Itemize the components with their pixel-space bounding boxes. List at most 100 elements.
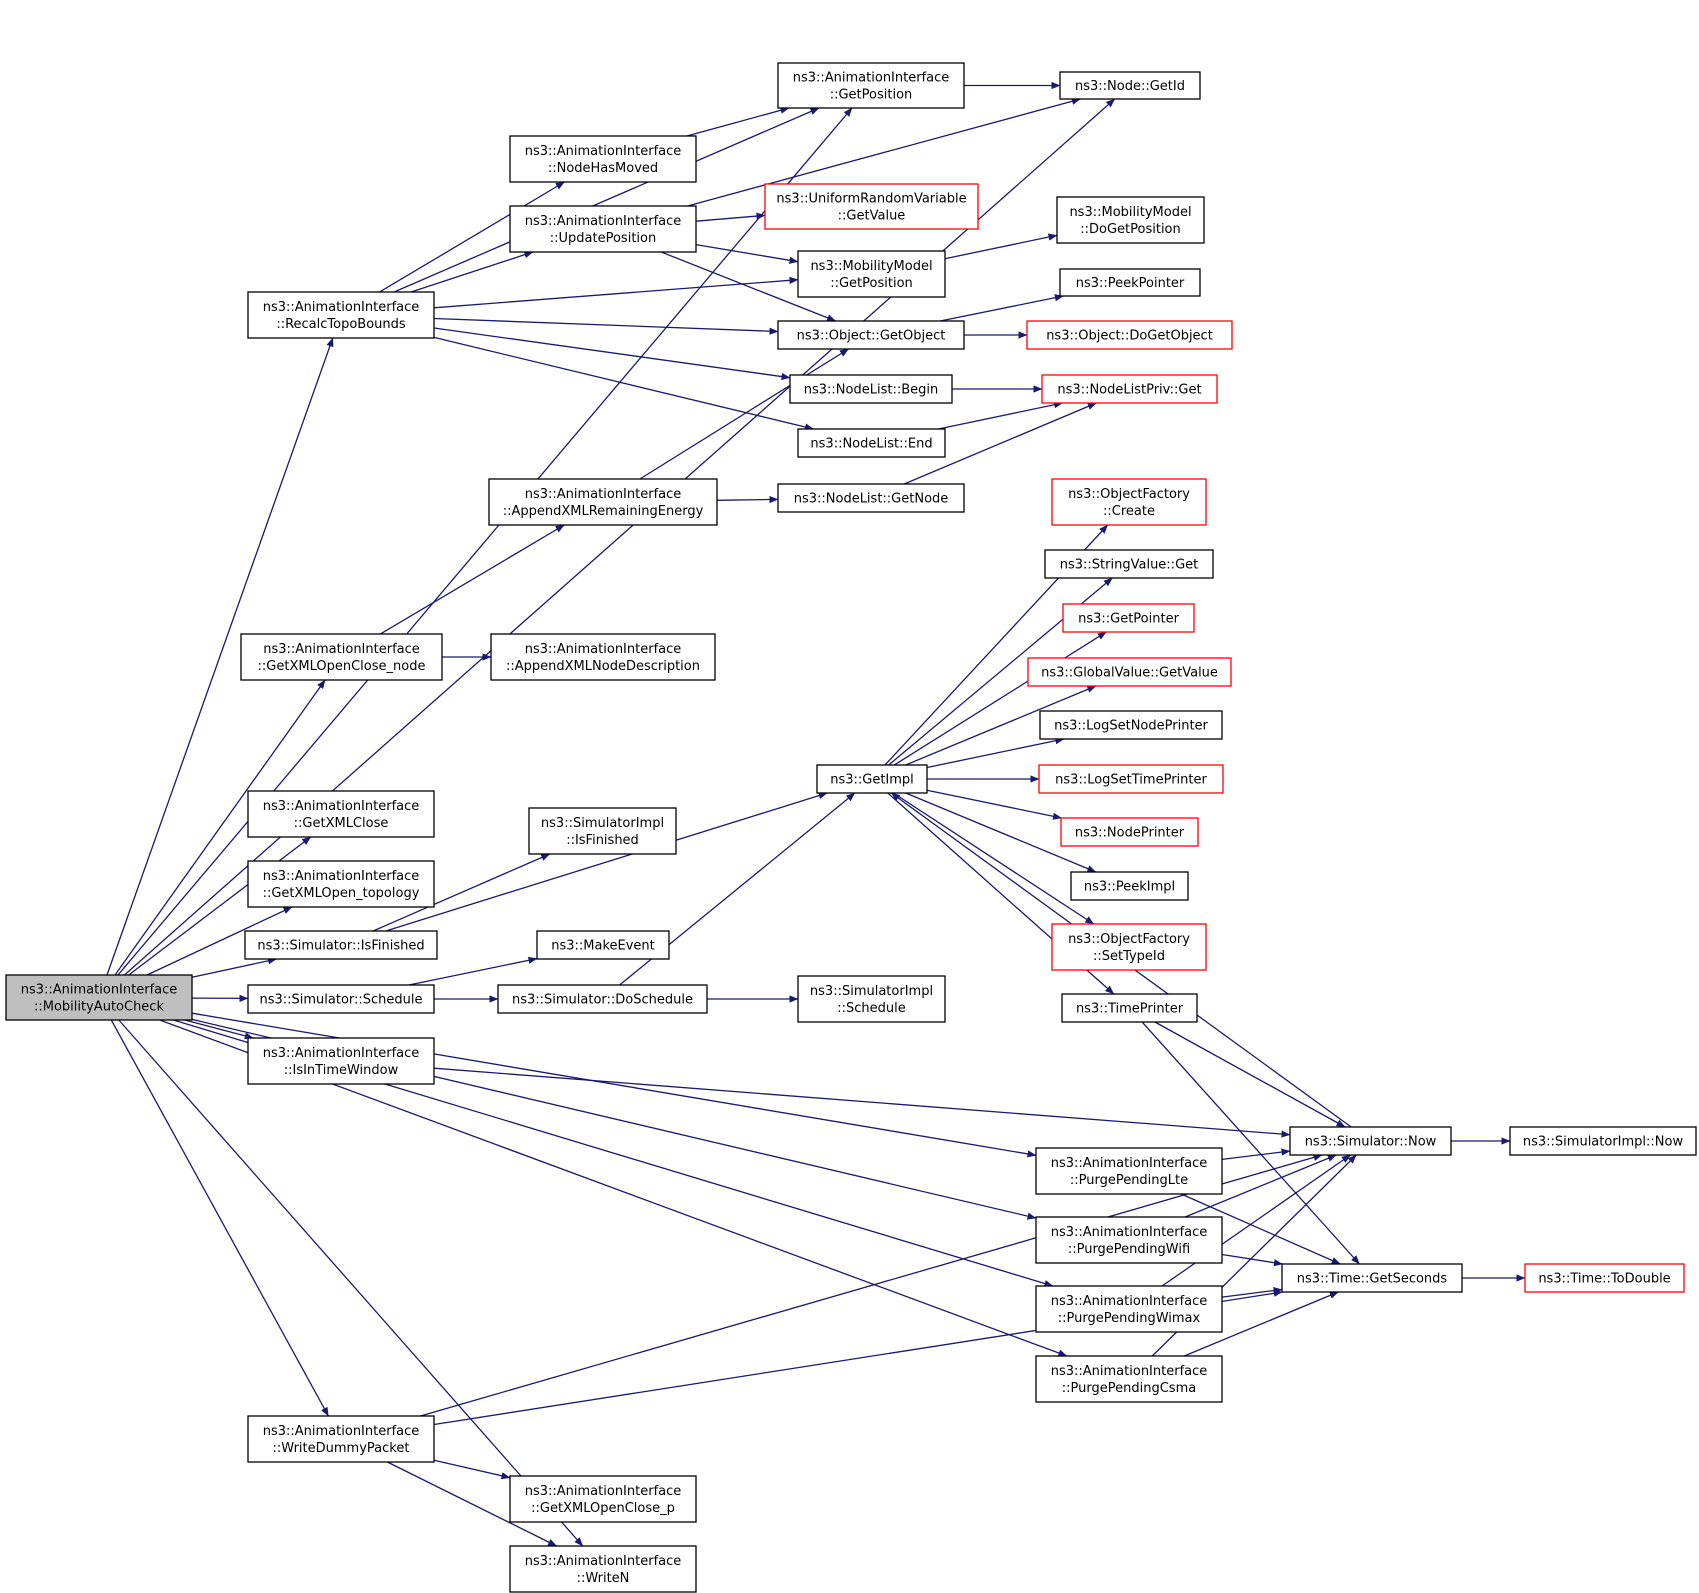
node-label-line: ::PurgePendingLte: [1070, 1173, 1188, 1188]
node-ns3-node-getid[interactable]: ns3::Node::GetId: [1059, 71, 1201, 100]
node-ns3-simulator-schedule[interactable]: ns3::Simulator::Schedule: [247, 984, 435, 1014]
node-label-line: ns3::Object::GetObject: [797, 329, 946, 344]
node-ns3-mobilitymodel-getposition[interactable]: ns3::MobilityModel::GetPosition: [797, 250, 946, 298]
edge-line: [1161, 1154, 1351, 1287]
edge-line: [191, 1012, 1037, 1158]
node-ns3-object-dogetobject[interactable]: ns3::Object::DoGetObject: [1026, 320, 1233, 350]
node-ns3-stringvalue-get[interactable]: ns3::StringValue::Get: [1044, 549, 1214, 579]
edge-n24-to-n18: [888, 577, 1113, 766]
node-label-line: ns3::LogSetNodePrinter: [1054, 719, 1208, 734]
node-ns3-animationinterface-nodehasmoved[interactable]: ns3::AnimationInterface::NodeHasMoved: [509, 135, 697, 183]
node-ns3-makeevent[interactable]: ns3::MakeEvent: [536, 930, 670, 960]
node-ns3-animationinterface-getxmlopenclose-node[interactable]: ns3::AnimationInterface::GetXMLOpenClose…: [240, 633, 443, 681]
edge-line: [939, 294, 1064, 322]
edge-n8-to-n7: [433, 276, 799, 309]
node-box: [1038, 764, 1224, 794]
edge-line: [903, 402, 1097, 485]
node-ns3-simulatorimpl-schedule[interactable]: ns3::SimulatorImpl::Schedule: [797, 975, 946, 1023]
node-label-line: ns3::Simulator::IsFinished: [257, 939, 424, 954]
node-ns3-simulatorimpl-isfinished[interactable]: ns3::SimulatorImpl::IsFinished: [528, 807, 677, 855]
edge-n8-to-n12: [433, 327, 791, 381]
edge-line: [893, 792, 1095, 925]
node-ns3-animationinterface-mobilityautocheck[interactable]: ns3::AnimationInterface::MobilityAutoChe…: [5, 974, 193, 1021]
node-label-line: ns3::AnimationInterface: [263, 1424, 420, 1439]
node-label-line: ns3::SimulatorImpl: [810, 984, 933, 999]
node-box: [797, 250, 946, 298]
node-ns3-globalvalue-getvalue[interactable]: ns3::GlobalValue::GetValue: [1027, 657, 1232, 687]
node-ns3-objectfactory-create[interactable]: ns3::ObjectFactory::Create: [1051, 478, 1207, 526]
node-ns3-simulatorimpl-now[interactable]: ns3::SimulatorImpl::Now: [1509, 1126, 1697, 1156]
node-label-line: ns3::NodeList::GetNode: [794, 492, 949, 507]
edge-line: [433, 276, 799, 309]
edge-n0-to-n41: [191, 1012, 1037, 1158]
node-ns3-getpointer[interactable]: ns3::GetPointer: [1062, 603, 1195, 633]
node-ns3-animationinterface-purgependinglte[interactable]: ns3::AnimationInterface::PurgePendingLte: [1035, 1147, 1223, 1195]
node-label-line: ns3::Node::GetId: [1075, 79, 1185, 94]
node-ns3-simulator-now[interactable]: ns3::Simulator::Now: [1289, 1126, 1452, 1156]
node-box: [816, 764, 928, 794]
node-ns3-animationinterface-purgependingcsma[interactable]: ns3::AnimationInterface::PurgePendingCsm…: [1035, 1355, 1223, 1403]
edge-line: [716, 495, 779, 504]
edge-line: [893, 631, 1107, 766]
node-ns3-simulator-isfinished[interactable]: ns3::Simulator::IsFinished: [244, 930, 438, 960]
node-ns3-animationinterface-getxmlclose[interactable]: ns3::AnimationInterface::GetXMLClose: [247, 790, 435, 838]
edge-n0-to-n8: [106, 337, 334, 976]
edge-n0-to-n20: [114, 679, 326, 976]
edge-n24-to-n33: [893, 792, 1095, 925]
edge-line: [905, 685, 1097, 766]
node-label-line: ns3::MakeEvent: [551, 939, 655, 954]
node-ns3-nodelist-end[interactable]: ns3::NodeList::End: [797, 428, 946, 458]
node-label-line: ::WriteDummyPacket: [273, 1441, 410, 1456]
node-ns3-animationinterface-getxmlopen-topology[interactable]: ns3::AnimationInterface::GetXMLOpen_topo…: [247, 860, 435, 908]
node-ns3-animationinterface-writen[interactable]: ns3::AnimationInterface::WriteN: [509, 1545, 697, 1593]
node-ns3-nodeprinter[interactable]: ns3::NodePrinter: [1060, 817, 1199, 847]
node-box: [497, 984, 708, 1014]
node-box: [1281, 1263, 1463, 1293]
node-ns3-getimpl[interactable]: ns3::GetImpl: [816, 764, 928, 794]
edge-line: [191, 957, 277, 978]
node-ns3-animationinterface-getposition[interactable]: ns3::AnimationInterface::GetPosition: [777, 62, 965, 109]
node-ns3-simulator-doschedule[interactable]: ns3::Simulator::DoSchedule: [497, 984, 708, 1014]
node-ns3-animationinterface-purgependingwifi[interactable]: ns3::AnimationInterface::PurgePendingWif…: [1035, 1216, 1223, 1264]
node-label-line: ::UpdatePosition: [550, 231, 656, 246]
node-box: [247, 1415, 435, 1463]
node-label-line: ns3::AnimationInterface: [525, 214, 682, 229]
node-ns3-peekpointer[interactable]: ns3::PeekPointer: [1059, 268, 1201, 297]
edge-n24-to-n30: [905, 792, 1097, 873]
node-ns3-animationinterface-purgependingwimax[interactable]: ns3::AnimationInterface::PurgePendingWim…: [1035, 1285, 1223, 1333]
node-ns3-timeprinter[interactable]: ns3::TimePrinter: [1061, 993, 1198, 1023]
node-ns3-nodelistpriv-get[interactable]: ns3::NodeListPriv::Get: [1041, 374, 1218, 404]
edge-line: [433, 327, 791, 381]
node-ns3-logsetnodeprinter[interactable]: ns3::LogSetNodePrinter: [1039, 710, 1223, 740]
node-ns3-object-getobject[interactable]: ns3::Object::GetObject: [777, 320, 965, 350]
edge-line: [926, 789, 1062, 820]
node-ns3-animationinterface-recalctopobounds[interactable]: ns3::AnimationInterface::RecalcTopoBound…: [247, 291, 435, 339]
edge-n16-to-n13: [903, 402, 1097, 485]
edge-n4-to-n10: [660, 251, 837, 322]
node-ns3-objectfactory-settypeid[interactable]: ns3::ObjectFactory::SetTypeId: [1051, 923, 1207, 971]
node-ns3-mobilitymodel-dogetposition[interactable]: ns3::MobilityModel::DoGetPosition: [1056, 196, 1205, 244]
edge-n10-to-n9: [939, 294, 1064, 322]
node-ns3-uniformrandomvariable-getvalue[interactable]: ns3::UniformRandomVariable::GetValue: [764, 183, 979, 230]
node-ns3-animationinterface-isintimewindow[interactable]: ns3::AnimationInterface::IsInTimeWindow: [247, 1037, 435, 1085]
node-ns3-animationinterface-appendxmlremainingenergy[interactable]: ns3::AnimationInterface::AppendXMLRemain…: [488, 478, 718, 526]
node-box: [1059, 268, 1201, 297]
node-label-line: ::PurgePendingWifi: [1068, 1242, 1190, 1257]
node-box: [1051, 478, 1207, 526]
node-ns3-animationinterface-writedummypacket[interactable]: ns3::AnimationInterface::WriteDummyPacke…: [247, 1415, 435, 1463]
edge-line: [1180, 1193, 1341, 1265]
node-ns3-peekimpl[interactable]: ns3::PeekImpl: [1070, 871, 1189, 901]
node-ns3-animationinterface-appendxmlnodedescription[interactable]: ns3::AnimationInterface::AppendXMLNodeDe…: [490, 633, 716, 681]
node-ns3-nodelist-begin[interactable]: ns3::NodeList::Begin: [789, 374, 953, 404]
node-label-line: ::GetValue: [838, 209, 906, 224]
node-label-line: ::AppendXMLNodeDescription: [506, 659, 700, 674]
node-label-line: ns3::MobilityModel: [810, 259, 932, 274]
node-ns3-time-todouble[interactable]: ns3::Time::ToDouble: [1524, 1263, 1685, 1293]
node-ns3-time-getseconds[interactable]: ns3::Time::GetSeconds: [1281, 1263, 1463, 1293]
node-ns3-nodelist-getnode[interactable]: ns3::NodeList::GetNode: [777, 483, 965, 513]
node-ns3-animationinterface-getxmlopenclose-p[interactable]: ns3::AnimationInterface::GetXMLOpenClose…: [509, 1475, 697, 1523]
node-label-line: ns3::Simulator::DoSchedule: [512, 993, 693, 1008]
node-ns3-logsettimeprinter[interactable]: ns3::LogSetTimePrinter: [1038, 764, 1224, 794]
node-ns3-animationinterface-updateposition[interactable]: ns3::AnimationInterface::UpdatePosition: [509, 205, 697, 253]
node-label-line: ns3::AnimationInterface: [525, 642, 682, 657]
